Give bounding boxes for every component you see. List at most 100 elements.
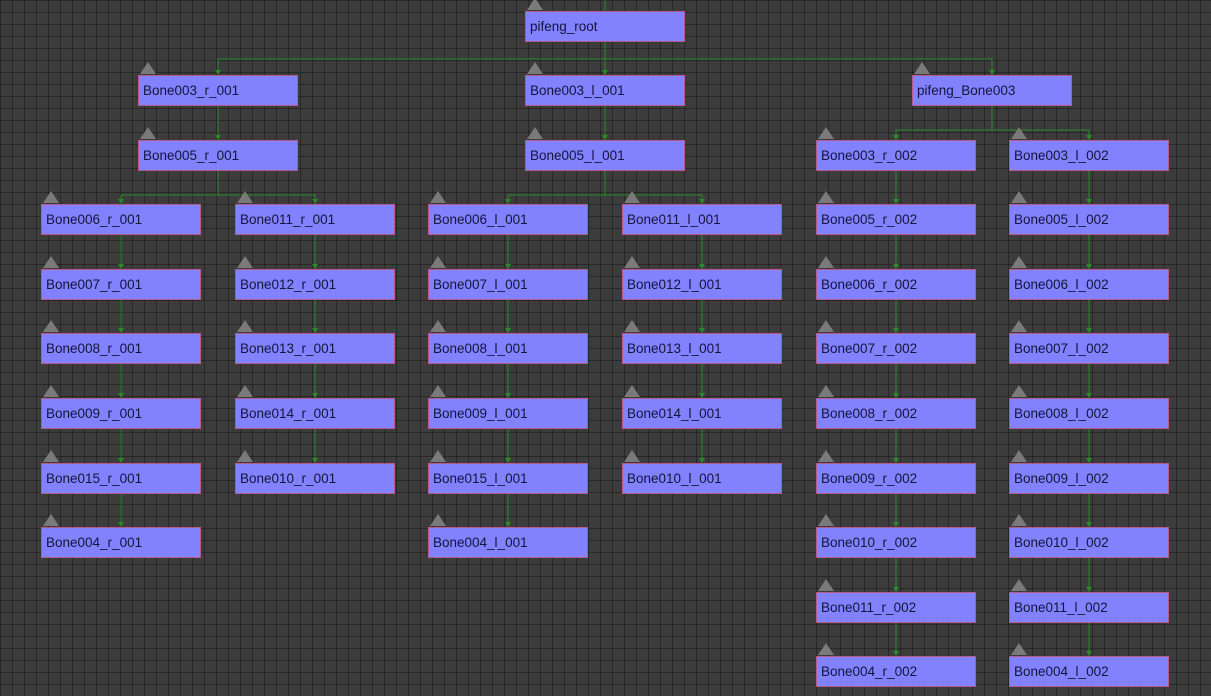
collapse-triangle-icon[interactable] [527,0,543,10]
bone-node[interactable]: Bone003_r_001 [138,75,298,106]
bone-node[interactable]: Bone005_r_001 [138,140,298,171]
collapse-triangle-icon[interactable] [237,320,253,332]
collapse-triangle-icon[interactable] [624,191,640,203]
wire-arrowhead [312,264,318,269]
collapse-triangle-icon[interactable] [430,191,446,203]
bone-node[interactable]: Bone006_l_002 [1009,269,1169,300]
bone-node[interactable]: Bone006_r_001 [41,204,201,235]
collapse-triangle-icon[interactable] [430,450,446,462]
collapse-triangle-icon[interactable] [43,514,59,526]
bone-node[interactable]: Bone015_r_001 [41,463,201,494]
bone-node[interactable]: pifeng_Bone003 [912,75,1072,106]
bone-node[interactable]: Bone009_r_001 [41,398,201,429]
bone-node[interactable]: Bone007_r_002 [816,333,976,364]
collapse-triangle-icon[interactable] [140,62,156,74]
bone-node[interactable]: Bone010_r_001 [235,463,395,494]
bone-node[interactable]: Bone005_r_002 [816,204,976,235]
bone-node[interactable]: Bone010_r_002 [816,527,976,558]
collapse-triangle-icon[interactable] [818,450,834,462]
collapse-triangle-icon[interactable] [237,385,253,397]
collapse-triangle-icon[interactable] [140,127,156,139]
bone-node[interactable]: Bone003_r_002 [816,140,976,171]
bone-node[interactable]: Bone013_l_001 [622,333,782,364]
bone-node[interactable]: Bone005_l_002 [1009,204,1169,235]
bone-node[interactable]: Bone007_r_001 [41,269,201,300]
collapse-triangle-icon[interactable] [624,385,640,397]
collapse-triangle-icon[interactable] [818,385,834,397]
bone-node[interactable]: Bone011_l_001 [622,204,782,235]
collapse-triangle-icon[interactable] [818,191,834,203]
bone-node[interactable]: Bone008_l_001 [428,333,588,364]
collapse-triangle-icon[interactable] [624,320,640,332]
bone-node[interactable]: Bone014_l_001 [622,398,782,429]
collapse-triangle-icon[interactable] [527,62,543,74]
bone-node[interactable]: pifeng_root [525,11,685,42]
collapse-triangle-icon[interactable] [1011,643,1027,655]
collapse-triangle-icon[interactable] [1011,320,1027,332]
bone-node[interactable]: Bone009_l_001 [428,398,588,429]
collapse-triangle-icon[interactable] [818,643,834,655]
collapse-triangle-icon[interactable] [1011,579,1027,591]
bone-node[interactable]: Bone011_r_002 [816,592,976,623]
bone-node[interactable]: Bone010_l_002 [1009,527,1169,558]
wire-arrowhead [505,199,511,204]
collapse-triangle-icon[interactable] [527,127,543,139]
bone-node[interactable]: Bone015_l_001 [428,463,588,494]
bone-node[interactable]: Bone010_l_001 [622,463,782,494]
bone-node[interactable]: Bone013_r_001 [235,333,395,364]
bone-node[interactable]: Bone007_l_001 [428,269,588,300]
bone-node[interactable]: Bone004_r_001 [41,527,201,558]
collapse-triangle-icon[interactable] [237,450,253,462]
bone-node[interactable]: Bone008_l_002 [1009,398,1169,429]
bone-node[interactable]: Bone006_l_001 [428,204,588,235]
collapse-triangle-icon[interactable] [1011,450,1027,462]
collapse-triangle-icon[interactable] [1011,514,1027,526]
collapse-triangle-icon[interactable] [1011,385,1027,397]
bone-node[interactable]: Bone003_l_002 [1009,140,1169,171]
collapse-triangle-icon[interactable] [1011,256,1027,268]
collapse-triangle-icon[interactable] [237,256,253,268]
bone-node[interactable]: Bone005_l_001 [525,140,685,171]
bone-node[interactable]: Bone011_l_002 [1009,592,1169,623]
wire-arrowhead [893,199,899,204]
collapse-triangle-icon[interactable] [1011,191,1027,203]
collapse-triangle-icon[interactable] [624,256,640,268]
wire-arrowhead [1086,458,1092,463]
collapse-triangle-icon[interactable] [818,579,834,591]
collapse-triangle-icon[interactable] [43,450,59,462]
bone-node[interactable]: Bone008_r_002 [816,398,976,429]
collapse-triangle-icon[interactable] [43,320,59,332]
bone-node[interactable]: Bone014_r_001 [235,398,395,429]
collapse-triangle-icon[interactable] [43,191,59,203]
collapse-triangle-icon[interactable] [43,385,59,397]
collapse-triangle-icon[interactable] [430,320,446,332]
collapse-triangle-icon[interactable] [430,256,446,268]
collapse-triangle-icon[interactable] [818,320,834,332]
collapse-triangle-icon[interactable] [1011,127,1027,139]
collapse-triangle-icon[interactable] [237,191,253,203]
bone-node[interactable]: Bone004_l_001 [428,527,588,558]
bone-node[interactable]: Bone006_r_002 [816,269,976,300]
bone-node[interactable]: Bone009_l_002 [1009,463,1169,494]
bone-node[interactable]: Bone011_r_001 [235,204,395,235]
collapse-triangle-icon[interactable] [914,62,930,74]
collapse-triangle-icon[interactable] [818,127,834,139]
collapse-triangle-icon[interactable] [818,514,834,526]
wire-arrowhead [505,522,511,527]
collapse-triangle-icon[interactable] [430,514,446,526]
bone-node[interactable]: Bone009_r_002 [816,463,976,494]
collapse-triangle-icon[interactable] [430,385,446,397]
bone-node[interactable]: Bone008_r_001 [41,333,201,364]
collapse-triangle-icon[interactable] [818,256,834,268]
wire-arrowhead [893,458,899,463]
bone-node[interactable]: Bone003_l_001 [525,75,685,106]
bone-node[interactable]: Bone004_r_002 [816,656,976,687]
collapse-triangle-icon[interactable] [43,256,59,268]
bone-node[interactable]: Bone004_l_002 [1009,656,1169,687]
collapse-triangle-icon[interactable] [624,450,640,462]
bone-node[interactable]: Bone007_l_002 [1009,333,1169,364]
bone-node[interactable]: Bone012_l_001 [622,269,782,300]
bone-node[interactable]: Bone012_r_001 [235,269,395,300]
